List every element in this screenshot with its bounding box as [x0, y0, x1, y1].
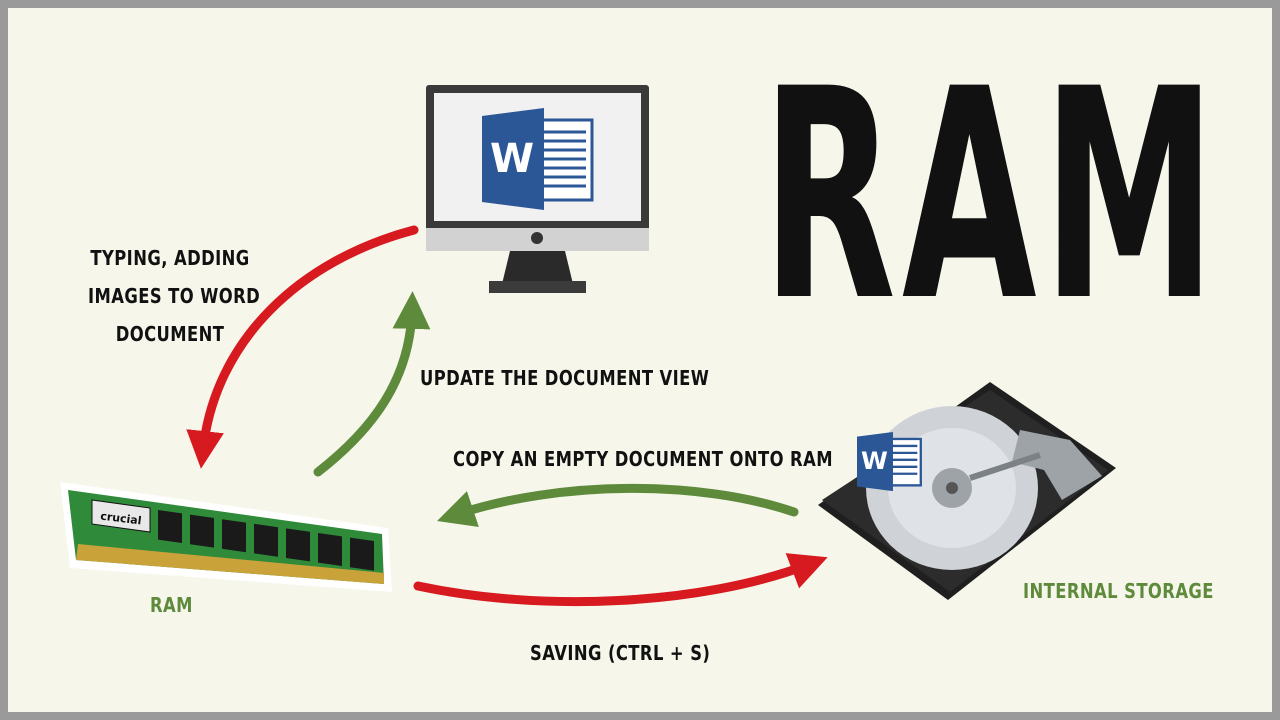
hdd-actuator	[1012, 430, 1102, 500]
internal-storage-caption: INTERNAL STORAGE	[1023, 579, 1214, 603]
word-letter: W	[490, 136, 534, 182]
ram-brand-text: crucial	[100, 510, 143, 528]
hard-drive-icon	[818, 382, 1116, 600]
monitor-button	[531, 232, 543, 244]
hdd-read-arm	[969, 452, 1041, 481]
word-document-small-icon: W	[857, 432, 922, 492]
monitor-base	[489, 281, 586, 293]
monitor-stand	[502, 251, 573, 284]
ram-chip	[350, 537, 374, 571]
arrow-update-view	[313, 291, 431, 477]
arrow-typing	[186, 225, 419, 469]
ram-chip	[158, 510, 182, 543]
ram-chip	[286, 528, 310, 562]
update-view-label: UPDATE THE DOCUMENT VIEW	[420, 366, 710, 390]
svg-text:W: W	[861, 446, 888, 475]
ram-chip	[190, 514, 214, 548]
ram-chip	[254, 523, 278, 557]
copy-empty-label: COPY AN EMPTY DOCUMENT ONTO RAM	[453, 447, 833, 471]
saving-label: SAVING (CTRL + S)	[530, 641, 711, 665]
ram-gold-contacts	[76, 544, 384, 584]
arrow-copy-empty	[437, 483, 799, 527]
ram-stick-icon: crucial	[60, 482, 392, 592]
diagram-title: RAM	[762, 28, 1222, 365]
arrow-saving	[413, 553, 828, 607]
ram-label-sticker	[91, 499, 151, 533]
ram-chip	[318, 533, 342, 566]
word-page-lines	[542, 130, 586, 188]
ram-chips	[158, 510, 374, 571]
typing-label-line-2: IMAGES TO WORD	[88, 284, 261, 308]
ram-caption: RAM	[150, 593, 193, 617]
ram-chip	[222, 519, 246, 553]
word-document-icon: W	[482, 108, 594, 210]
typing-label-line-1: TYPING, ADDING	[90, 246, 250, 270]
hdd-spindle-center	[946, 482, 958, 494]
word-cover	[482, 108, 544, 210]
typing-label-line-3: DOCUMENT	[115, 322, 225, 346]
